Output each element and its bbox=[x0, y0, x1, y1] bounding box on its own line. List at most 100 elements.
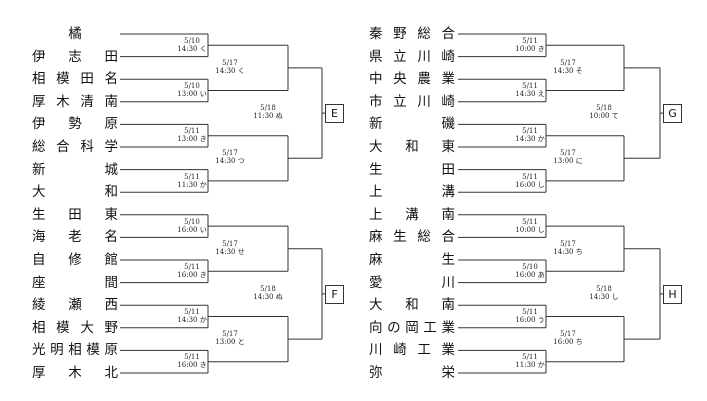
match-time: 16:00 き bbox=[177, 271, 207, 279]
match-date: 5/17 bbox=[222, 149, 238, 158]
match-date: 5/11 bbox=[522, 353, 538, 362]
team-name: 綾瀬西 bbox=[32, 297, 118, 314]
match-time: 13:00 い bbox=[177, 90, 207, 99]
match-date: 5/11 bbox=[522, 127, 538, 136]
match-time: 11:30 か bbox=[515, 361, 545, 370]
match-date: 5/17 bbox=[560, 330, 576, 339]
match-date: 5/10 bbox=[522, 263, 538, 271]
match-date: 5/17 bbox=[560, 239, 576, 248]
match-time: 14:30 か bbox=[177, 316, 207, 325]
team-name: 大和 bbox=[32, 184, 118, 201]
team-name: 向の岡工業 bbox=[369, 319, 455, 336]
team-name: 相模田名 bbox=[32, 71, 118, 88]
team-name: 厚木清南 bbox=[32, 93, 118, 110]
match-time: 14:30 せ bbox=[215, 247, 245, 256]
match-time: 14:30 え bbox=[515, 90, 545, 99]
team-name: 愛川 bbox=[369, 274, 455, 291]
match-date: 5/10 bbox=[184, 217, 200, 226]
match-time: 14:30 く bbox=[177, 45, 207, 53]
team-name: 厚木北 bbox=[32, 365, 118, 381]
match-time: 13:00 き bbox=[177, 135, 207, 144]
match-date: 5/17 bbox=[560, 149, 576, 158]
team-name: 大和東 bbox=[369, 139, 455, 155]
match-time: 14:30 し bbox=[589, 292, 619, 301]
team-name: 座間 bbox=[32, 274, 118, 291]
match-time: 10:00 て bbox=[589, 112, 619, 121]
team-name: 新城 bbox=[32, 161, 118, 178]
match-time: 16:00 あ bbox=[515, 271, 545, 279]
match-time: 14:30 ち bbox=[553, 247, 583, 256]
match-time: 16:00 ち bbox=[553, 338, 583, 347]
team-name: 伊勢原 bbox=[32, 116, 118, 133]
match-date: 5/17 bbox=[222, 58, 238, 67]
match-date: 5/17 bbox=[222, 239, 238, 248]
match-time: 11:30 か bbox=[177, 180, 207, 189]
team-name: 弥栄 bbox=[369, 365, 455, 381]
match-date: 5/11 bbox=[184, 172, 200, 181]
block-label: E bbox=[325, 104, 344, 124]
match-date: 5/10 bbox=[184, 82, 200, 91]
team-name: 光明相模原 bbox=[32, 342, 118, 359]
match-time: 14:30 つ bbox=[215, 157, 245, 166]
match-time: 14:30 ぬ bbox=[253, 292, 283, 301]
team-name: 麻生総合 bbox=[369, 229, 455, 246]
match-date: 5/11 bbox=[522, 172, 538, 181]
match-time: 11:30 ぬ bbox=[253, 112, 283, 121]
block-label: G bbox=[663, 104, 682, 124]
match-time: 14:30 そ bbox=[553, 66, 583, 75]
match-time: 10:00 し bbox=[515, 225, 545, 234]
match-date: 5/17 bbox=[222, 330, 238, 339]
match-time: 14:30 く bbox=[215, 66, 245, 75]
match-time: 16:00 き bbox=[177, 361, 207, 370]
match-date: 5/11 bbox=[184, 127, 200, 136]
match-date: 5/11 bbox=[184, 353, 200, 362]
match-time: 14:30 か bbox=[515, 135, 545, 144]
team-name: 生田東 bbox=[32, 206, 118, 223]
team-name: 県立川崎 bbox=[369, 48, 455, 65]
team-name: 秦野総合 bbox=[369, 26, 455, 42]
match-time: 10:00 き bbox=[515, 45, 545, 53]
match-date: 5/10 bbox=[184, 37, 200, 45]
match-date: 5/11 bbox=[522, 217, 538, 226]
team-name: 新磯 bbox=[369, 116, 455, 133]
team-name: 市立川崎 bbox=[369, 93, 455, 110]
team-name: 麻生 bbox=[369, 252, 455, 268]
match-date: 5/18 bbox=[596, 104, 612, 113]
match-date: 5/11 bbox=[522, 308, 538, 317]
team-name: 川崎工業 bbox=[369, 342, 455, 359]
match-date: 5/18 bbox=[260, 104, 276, 113]
team-name: 海老名 bbox=[32, 229, 118, 246]
team-name: 上溝 bbox=[369, 184, 455, 201]
match-time: 13:00 と bbox=[215, 338, 245, 347]
match-date: 5/11 bbox=[522, 37, 538, 45]
match-time: 16:00 う bbox=[515, 316, 545, 325]
match-date: 5/11 bbox=[184, 263, 200, 271]
team-name: 橘 bbox=[68, 26, 82, 42]
